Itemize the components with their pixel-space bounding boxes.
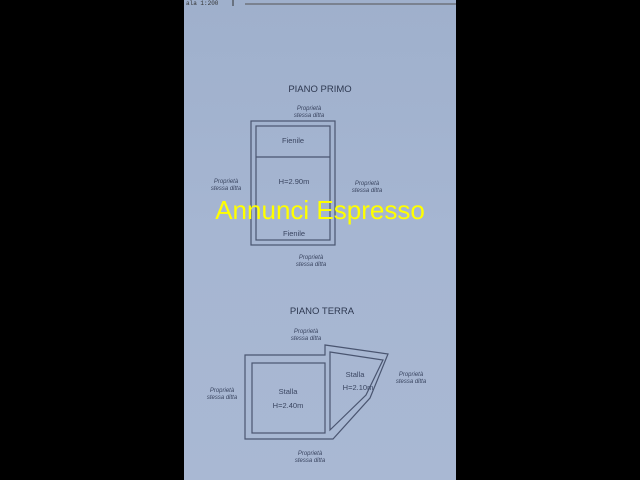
neighbor-label: stessa ditta <box>207 395 238 401</box>
neighbor-label: Proprietà <box>298 451 323 457</box>
room-label: Stalla <box>279 387 299 396</box>
neighbor-label: stessa ditta <box>294 113 325 119</box>
piano-primo-outer-wall <box>250 120 336 246</box>
stalla-2-wall <box>329 351 384 432</box>
neighbor-label: Proprietà <box>294 329 319 335</box>
room-label: Stalla <box>346 370 366 379</box>
stalla-1-wall <box>251 362 326 434</box>
neighbor-label: stessa ditta <box>295 458 326 464</box>
piano-primo-inner-wall <box>255 125 331 241</box>
neighbor-label: Proprietà <box>210 388 235 394</box>
room-label: Fienile <box>282 136 304 145</box>
room-height: H=2.40m <box>273 401 304 410</box>
neighbor-label: Proprietà <box>297 106 322 112</box>
neighbor-label: stessa ditta <box>296 262 327 268</box>
neighbor-label: stessa ditta <box>211 186 242 192</box>
piano-terra-outer-wall <box>244 344 389 440</box>
watermark: Annunci Espresso <box>215 195 425 225</box>
neighbor-label: stessa ditta <box>396 379 427 385</box>
room-label: Fienile <box>283 229 305 238</box>
neighbor-label: Proprietà <box>299 255 324 261</box>
room-height: H=2.10m <box>343 383 374 392</box>
neighbor-label: Proprietà <box>214 179 239 185</box>
scale-label: ala 1:200 <box>186 0 219 7</box>
piano-terra-title: PIANO TERRA <box>290 306 355 317</box>
neighbor-label: stessa ditta <box>352 188 383 194</box>
neighbor-label: Proprietà <box>399 372 424 378</box>
piano-primo-title: PIANO PRIMO <box>288 84 351 95</box>
neighbor-label: Proprietà <box>355 181 380 187</box>
room-height: H=2.90m <box>279 177 310 186</box>
neighbor-label: stessa ditta <box>291 336 322 342</box>
